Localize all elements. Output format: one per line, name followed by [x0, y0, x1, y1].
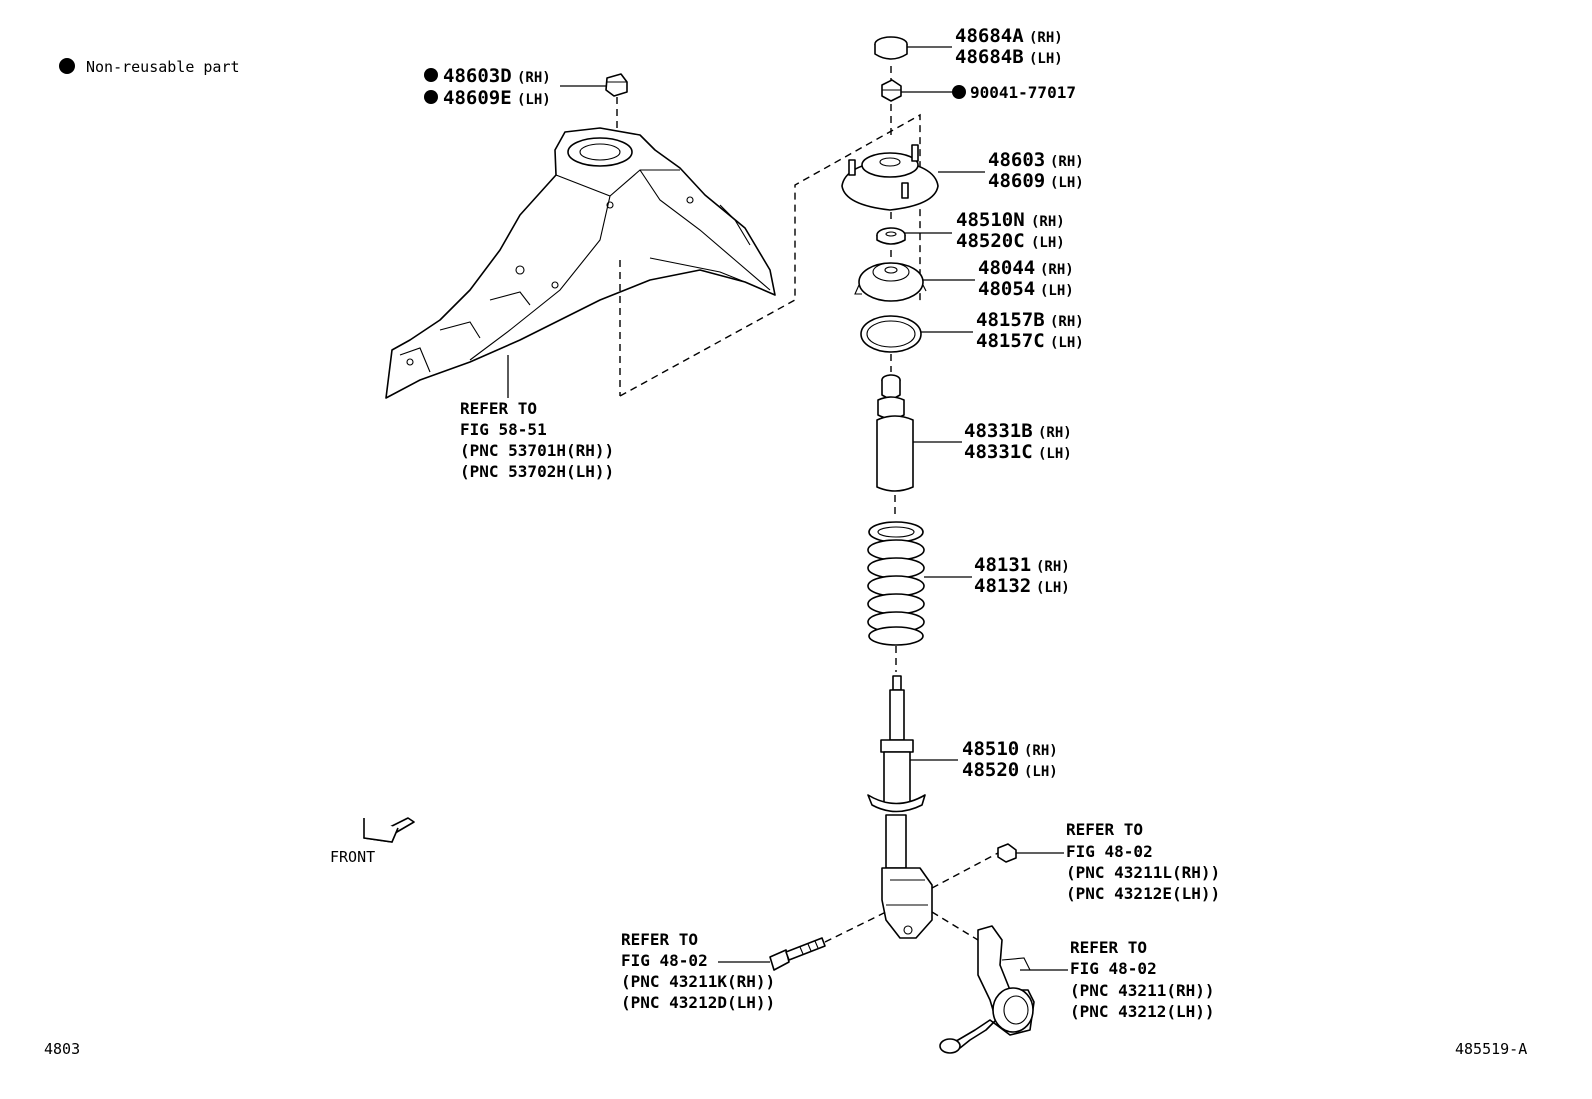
svg-text:48157C: 48157C — [976, 330, 1045, 352]
callout-body-nut: 48603D (RH) 48609E (LH) — [424, 65, 551, 109]
ref-knuckle: REFER TO FIG 48-02 (PNC 43211(RH)) (PNC … — [1070, 938, 1215, 1021]
svg-text:FIG 48-02: FIG 48-02 — [1070, 959, 1157, 978]
svg-text:(PNC 43212D(LH)): (PNC 43212D(LH)) — [621, 993, 775, 1012]
strut-support — [841, 144, 939, 211]
spring-upper-seat — [854, 262, 927, 302]
knuckle-nut — [997, 843, 1017, 863]
ref-bolt: REFER TO FIG 48-02 (PNC 43211K(RH)) (PNC… — [621, 930, 775, 1012]
svg-text:48054: 48054 — [978, 278, 1035, 300]
svg-text:(RH): (RH) — [1040, 262, 1074, 278]
svg-text:48684B: 48684B — [955, 46, 1024, 68]
svg-text:48331C: 48331C — [964, 441, 1033, 463]
svg-text:(PNC 43211(RH)): (PNC 43211(RH)) — [1070, 981, 1215, 1000]
svg-text:(PNC 53701H(RH)): (PNC 53701H(RH)) — [460, 441, 614, 460]
svg-text:(LH): (LH) — [1036, 580, 1070, 596]
front-arrow-icon — [363, 817, 415, 843]
svg-text:48603D: 48603D — [443, 65, 512, 87]
callout-support: 48603 (RH) 48609 (LH) — [988, 149, 1084, 192]
svg-text:(RH): (RH) — [1050, 314, 1084, 330]
svg-text:(RH): (RH) — [1031, 214, 1065, 230]
shock-absorber — [867, 675, 933, 939]
svg-text:(RH): (RH) — [1050, 154, 1084, 170]
svg-text:(LH): (LH) — [1050, 175, 1084, 191]
svg-text:FIG 58-51: FIG 58-51 — [460, 420, 547, 439]
svg-text:48609: 48609 — [988, 170, 1045, 192]
svg-text:(RH): (RH) — [517, 70, 551, 86]
non-reusable-mark-icon — [424, 68, 438, 82]
svg-text:(PNC 43211K(RH)): (PNC 43211K(RH)) — [621, 972, 775, 991]
strut-top-nut — [881, 79, 902, 102]
svg-text:(RH): (RH) — [1029, 30, 1063, 46]
svg-text:(PNC 43212E(LH)): (PNC 43212E(LH)) — [1066, 884, 1220, 903]
svg-text:48510N: 48510N — [956, 209, 1025, 231]
spring-insulator — [860, 315, 922, 353]
callout-bumper: 48331B (RH) 48331C (LH) — [964, 420, 1072, 463]
svg-text:(RH): (RH) — [1024, 743, 1058, 759]
svg-text:(PNC 53702H(LH)): (PNC 53702H(LH)) — [460, 462, 614, 481]
svg-text:(RH): (RH) — [1036, 559, 1070, 575]
svg-text:48603: 48603 — [988, 149, 1045, 171]
callout-insulator: 48157B (RH) 48157C (LH) — [976, 309, 1084, 352]
svg-text:48157B: 48157B — [976, 309, 1045, 331]
callout-top-nut: 90041-77017 — [952, 83, 1076, 102]
body-nut — [605, 73, 628, 97]
coil-spring — [867, 521, 925, 646]
svg-text:REFER TO: REFER TO — [621, 930, 698, 949]
svg-text:FIG 48-02: FIG 48-02 — [1066, 842, 1153, 861]
svg-text:FIG 48-02: FIG 48-02 — [621, 951, 708, 970]
svg-text:48132: 48132 — [974, 575, 1031, 597]
svg-text:48609E: 48609E — [443, 87, 512, 109]
ref-nut-right: REFER TO FIG 48-02 (PNC 43211L(RH)) (PNC… — [1066, 820, 1220, 903]
legend-text: Non-reusable part — [86, 58, 240, 76]
callout-seat: 48044 (RH) 48054 (LH) — [978, 257, 1074, 300]
strut-bearing — [876, 227, 906, 245]
svg-text:90041-77017: 90041-77017 — [970, 83, 1076, 102]
svg-text:REFER TO: REFER TO — [1066, 820, 1143, 839]
figure-number: 4803 — [44, 1040, 80, 1058]
svg-text:48044: 48044 — [978, 257, 1035, 279]
svg-text:(LH): (LH) — [1038, 446, 1072, 462]
non-reusable-mark-icon — [424, 90, 438, 104]
svg-text:48520: 48520 — [962, 759, 1019, 781]
callout-bearing: 48510N (RH) 48520C (LH) — [956, 209, 1065, 252]
svg-text:(PNC 43211L(RH)): (PNC 43211L(RH)) — [1066, 863, 1220, 882]
svg-text:(RH): (RH) — [1038, 425, 1072, 441]
ref-body: REFER TO FIG 58-51 (PNC 53701H(RH)) (PNC… — [460, 399, 614, 481]
svg-text:(PNC 43212(LH)): (PNC 43212(LH)) — [1070, 1002, 1215, 1021]
knuckle-bolt — [769, 937, 826, 971]
illustration-id: 485519-A — [1455, 1040, 1527, 1058]
svg-text:48684A: 48684A — [955, 25, 1024, 47]
svg-text:REFER TO: REFER TO — [1070, 938, 1147, 957]
svg-text:(LH): (LH) — [1040, 283, 1074, 299]
svg-text:48520C: 48520C — [956, 230, 1025, 252]
svg-text:(LH): (LH) — [517, 92, 551, 108]
front-label: FRONT — [330, 848, 375, 866]
legend: Non-reusable part — [59, 58, 240, 76]
svg-text:48131: 48131 — [974, 554, 1031, 576]
non-reusable-mark-icon — [952, 85, 966, 99]
callout-spring: 48131 (RH) 48132 (LH) — [974, 554, 1070, 597]
svg-text:REFER TO: REFER TO — [460, 399, 537, 418]
svg-text:(LH): (LH) — [1029, 51, 1063, 67]
non-reusable-bullet-icon — [59, 58, 75, 74]
svg-text:(LH): (LH) — [1050, 335, 1084, 351]
svg-text:48331B: 48331B — [964, 420, 1033, 442]
svg-text:48510: 48510 — [962, 738, 1019, 760]
bump-stopper — [876, 374, 914, 492]
body-structure — [385, 127, 776, 399]
svg-text:(LH): (LH) — [1024, 764, 1058, 780]
strut-cap — [874, 36, 908, 60]
steering-knuckle — [939, 925, 1035, 1054]
svg-text:(LH): (LH) — [1031, 235, 1065, 251]
callout-absorber: 48510 (RH) 48520 (LH) — [962, 738, 1058, 781]
callout-cap: 48684A (RH) 48684B (LH) — [955, 25, 1063, 68]
